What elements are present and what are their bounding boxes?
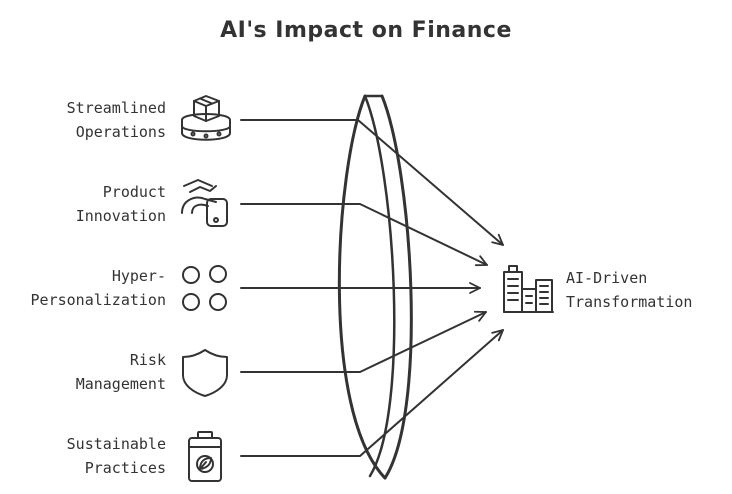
arrow-risk-management [240,310,487,373]
input-label-risk-management: Risk Management [0,348,166,396]
label-line: AI-Driven [566,269,648,287]
four-circles-icon [182,265,227,311]
input-label-sustainable-practices: Sustainable Practices [0,432,166,480]
label-line: Transformation [566,293,693,311]
label-line: Risk [129,351,166,369]
label-line: Hyper- [111,267,166,285]
eco-battery-icon [188,431,222,482]
label-line: Practices [84,459,166,477]
diagram-title: AI's Impact on Finance [220,18,512,43]
label-line: Operations [75,123,166,141]
label-line: Management [75,375,166,393]
city-buildings-icon [503,265,554,313]
label-line: Streamlined [66,99,166,117]
input-label-hyper-personalization: Hyper- Personalization [0,264,166,312]
arrow-product-innovation [240,203,488,267]
label-line: Sustainable [66,435,166,453]
arrow-sustainable-practices [240,329,504,457]
output-label-ai-driven-transformation: AI-Driven Transformation [566,266,726,314]
input-label-streamlined-operations: Streamlined Operations [0,96,166,144]
input-label-product-innovation: Product Innovation [0,180,166,228]
hand-tap-icon [181,179,228,227]
arrow-streamlined-operations [240,119,504,246]
label-line: Product [102,183,166,201]
label-line: Innovation [75,207,166,225]
conveyor-box-icon [181,95,231,141]
shield-icon [182,349,228,397]
label-line: Personalization [30,291,166,309]
